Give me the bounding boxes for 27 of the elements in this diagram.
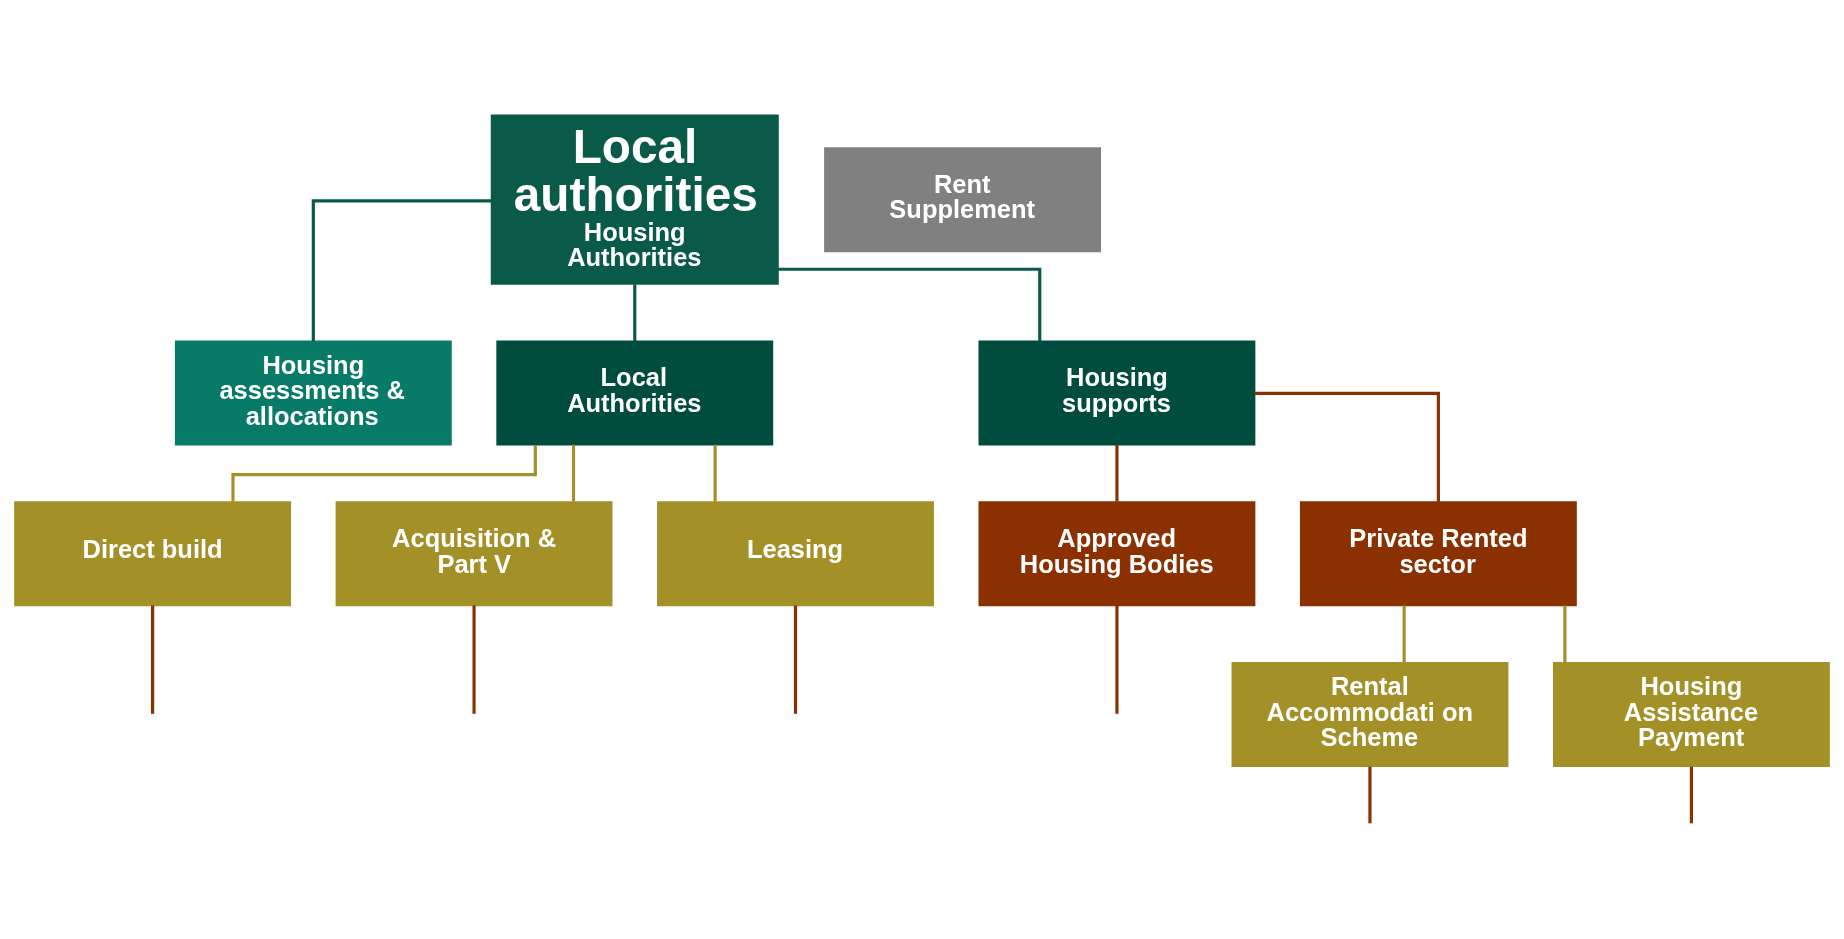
node-box: Acquisition & Part V [335, 500, 613, 606]
node-box: Direct build [14, 500, 292, 606]
node-box: Approved Housing Bodies [978, 500, 1256, 606]
connector [633, 284, 637, 341]
node-box: Private Rented sector [1299, 500, 1577, 606]
node-box: Housing Assistance Payment [1552, 661, 1830, 767]
connector [472, 605, 476, 714]
connector [1254, 391, 1440, 502]
node-box: Local authorities Housing Authorities [490, 114, 779, 285]
connector [713, 444, 717, 502]
node-box: Rental Accommodati on Scheme [1231, 661, 1509, 767]
node-box: Housing assessments & allocations [174, 340, 452, 446]
connector [311, 198, 492, 341]
connector [1563, 605, 1567, 662]
connector [571, 444, 576, 502]
connector [1115, 444, 1119, 502]
connector [778, 267, 1042, 341]
node-box: Local Authorities [496, 340, 774, 446]
connector [1115, 605, 1119, 714]
connector [1402, 605, 1406, 662]
node-box: Leasing [657, 500, 934, 606]
connector [151, 605, 155, 714]
node-box: Rent Supplement [824, 146, 1101, 252]
connector [793, 605, 798, 714]
node-box: Housing supports [978, 340, 1256, 446]
connector [1368, 766, 1372, 823]
connector [1689, 766, 1693, 823]
